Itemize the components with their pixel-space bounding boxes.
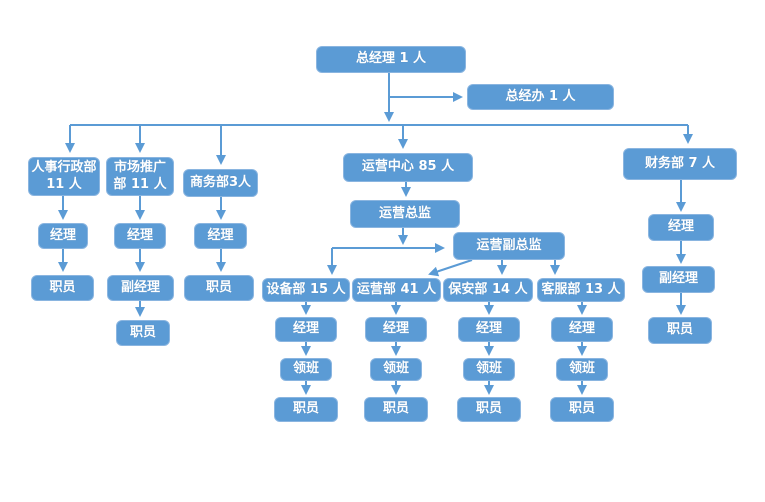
node-security-staff: 职员 bbox=[457, 397, 521, 422]
node-security-manager: 经理 bbox=[458, 317, 520, 342]
node-marketing-dept: 市场推广部 11 人 bbox=[106, 157, 174, 196]
node-equipment-foreman: 领班 bbox=[280, 358, 332, 381]
node-marketing-staff: 职员 bbox=[116, 320, 170, 346]
node-equipment-staff: 职员 bbox=[274, 397, 338, 422]
node-hr-admin-dept: 人事行政部 11 人 bbox=[28, 157, 100, 196]
node-operations-center: 运营中心 85 人 bbox=[343, 153, 473, 182]
node-business-staff: 职员 bbox=[184, 275, 254, 301]
node-customer-service-foreman: 领班 bbox=[556, 358, 608, 381]
operations-subcolumn-connectors bbox=[301, 302, 587, 395]
node-operations-foreman: 领班 bbox=[370, 358, 422, 381]
node-customer-service-staff: 职员 bbox=[550, 397, 614, 422]
operations-branch-connectors bbox=[327, 182, 560, 277]
node-hr-staff: 职员 bbox=[31, 275, 94, 301]
node-finance-deputy-manager: 副经理 bbox=[642, 266, 715, 293]
node-finance-staff: 职员 bbox=[648, 317, 712, 344]
node-finance-manager: 经理 bbox=[648, 214, 714, 241]
node-equipment-dept: 设备部 15 人 bbox=[262, 278, 350, 302]
node-finance-dept: 财务部 7 人 bbox=[623, 148, 737, 180]
node-operations-dept: 运营部 41 人 bbox=[352, 278, 441, 302]
node-hr-manager: 经理 bbox=[38, 223, 88, 249]
node-customer-service-dept: 客服部 13 人 bbox=[537, 278, 625, 302]
node-operations-staff: 职员 bbox=[364, 397, 428, 422]
node-operations-director: 运营总监 bbox=[350, 200, 460, 228]
node-business-dept: 商务部3人 bbox=[183, 169, 258, 197]
node-equipment-manager: 经理 bbox=[275, 317, 337, 342]
node-operations-manager: 经理 bbox=[365, 317, 427, 342]
node-marketing-manager: 经理 bbox=[114, 223, 166, 249]
node-gm-office: 总经办 1 人 bbox=[467, 84, 614, 110]
node-operations-deputy-director: 运营副总监 bbox=[453, 232, 565, 260]
node-security-foreman: 领班 bbox=[463, 358, 515, 381]
node-security-dept: 保安部 14 人 bbox=[443, 278, 533, 302]
node-customer-service-manager: 经理 bbox=[551, 317, 613, 342]
node-business-manager: 经理 bbox=[194, 223, 247, 249]
top-level-connectors bbox=[65, 73, 693, 165]
node-marketing-deputy-manager: 副经理 bbox=[107, 275, 174, 301]
node-general-manager: 总经理 1 人 bbox=[316, 46, 466, 73]
left-column-connectors bbox=[58, 196, 226, 317]
